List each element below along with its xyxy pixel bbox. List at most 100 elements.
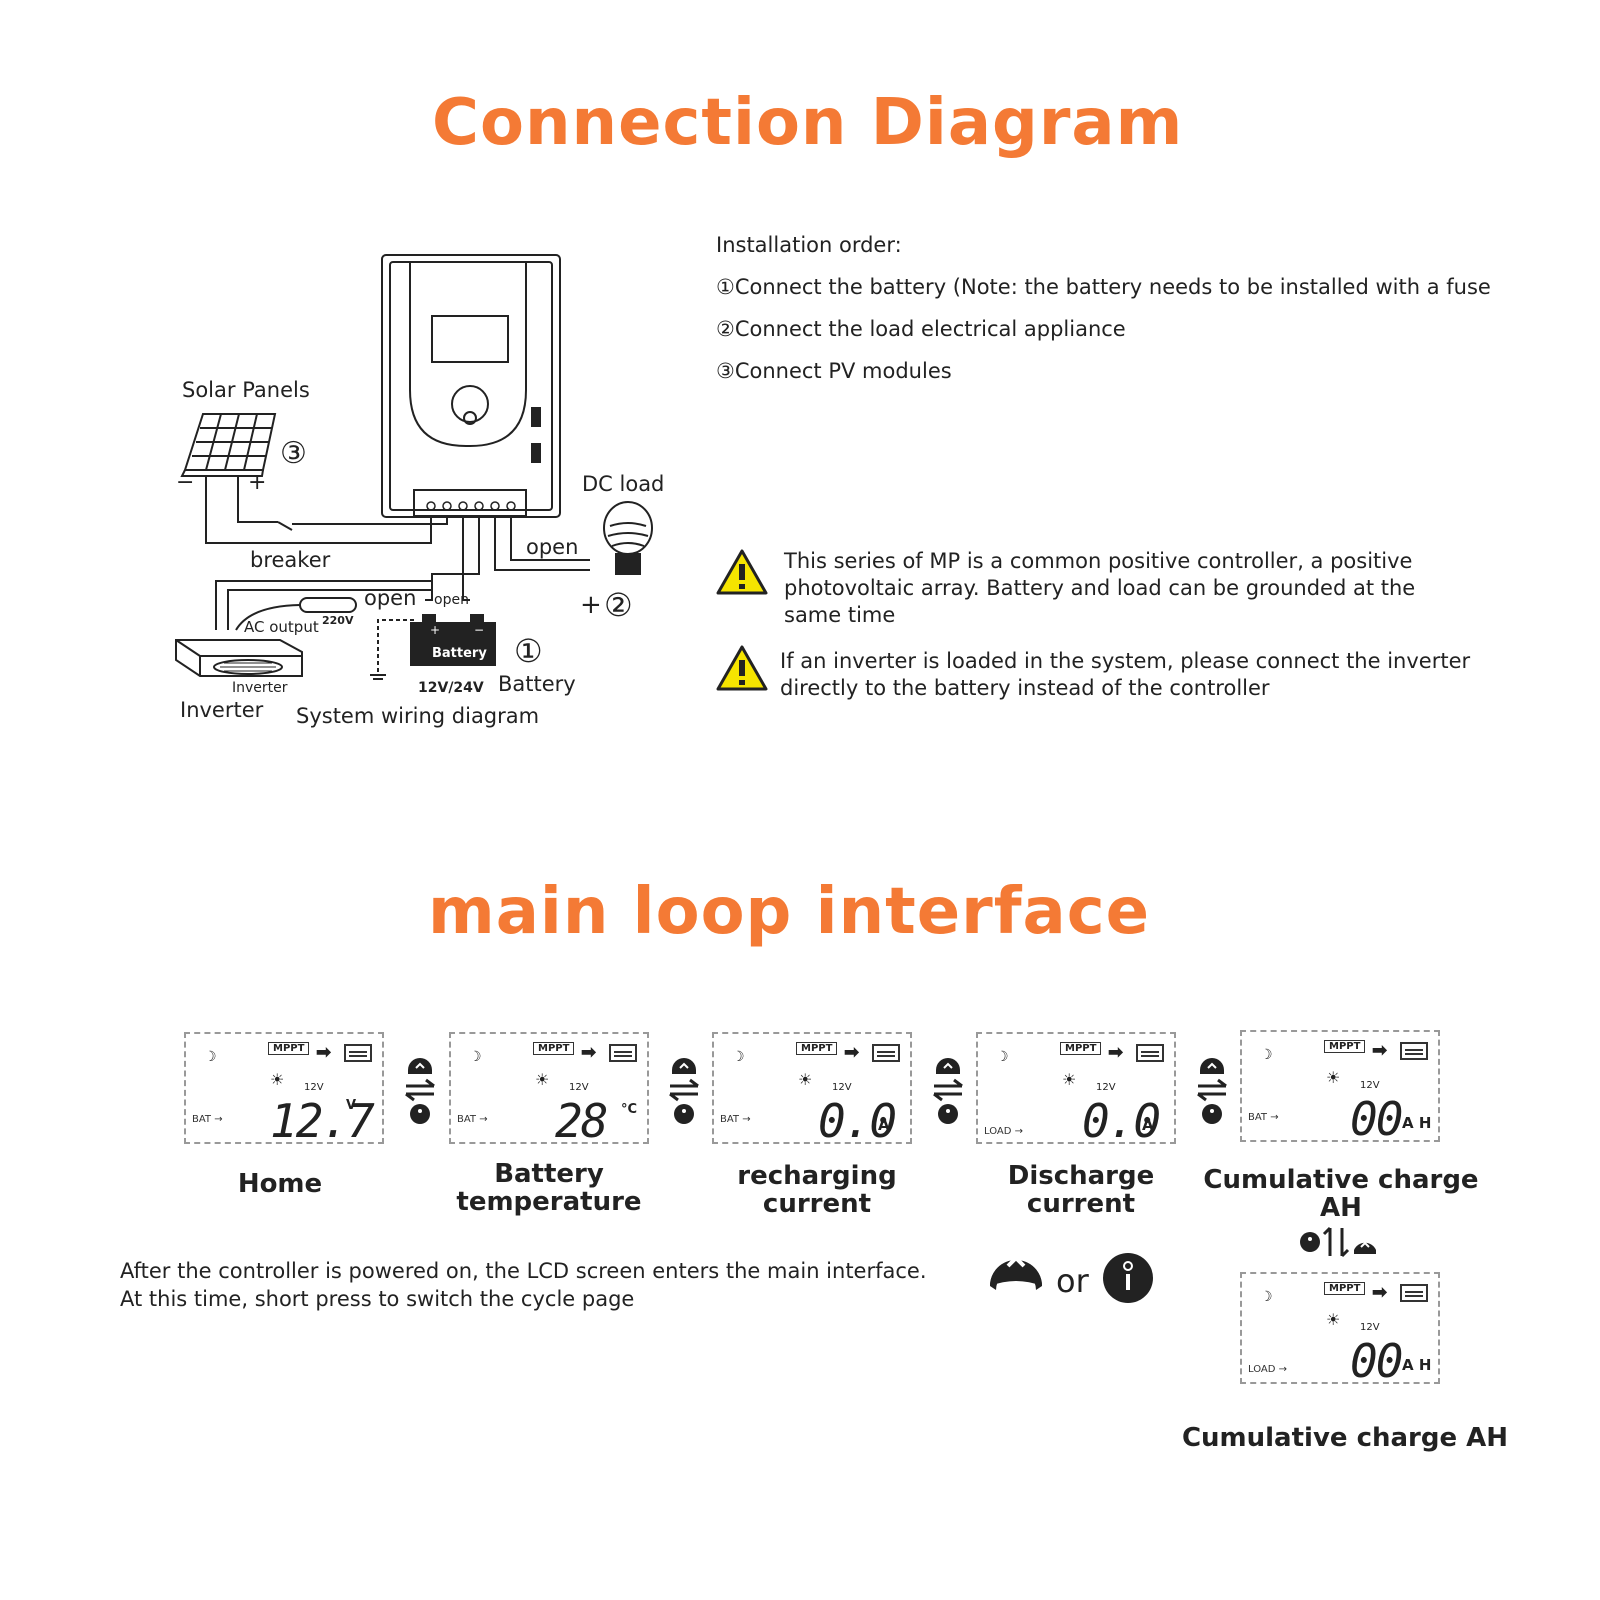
lcd-value: 0.0 <box>818 1094 897 1148</box>
source-label: BAT → <box>720 1114 751 1125</box>
installation-step-1: ①Connect the battery (Note: the battery … <box>716 275 1491 299</box>
terminal-block <box>413 489 527 517</box>
lcd-value: 12.7 <box>270 1094 375 1148</box>
caption-discharge-current: Discharge current <box>1007 1161 1155 1219</box>
warning-triangle-icon <box>716 645 768 691</box>
bulb-icon: ☀ <box>1062 1072 1077 1089</box>
moon-icon: ☽ <box>732 1048 745 1064</box>
lcd-unit: A H <box>1402 1356 1432 1374</box>
bulb-icon: ☀ <box>1326 1312 1341 1329</box>
battery-drawing <box>410 622 496 666</box>
inverter-drawing <box>175 639 303 677</box>
breaker-label: breaker <box>250 548 331 572</box>
swap-arrows-icon <box>1197 1058 1227 1124</box>
num1-label: ① <box>514 632 543 670</box>
lcd-screen-battery-temperature: ☽ MPPT ➡ ☀ 12V BAT → 28 °C <box>449 1032 649 1148</box>
system-voltage: 12V <box>1096 1082 1116 1093</box>
bulb-icon: ☀ <box>535 1072 550 1089</box>
installation-step-3: ③Connect PV modules <box>716 359 952 383</box>
moon-icon: ☽ <box>469 1048 482 1064</box>
system-voltage: 12V <box>1360 1322 1380 1333</box>
num3-label: ③ <box>280 436 307 471</box>
caption-cumulative-charge: Cumulative charge AH <box>1203 1165 1479 1223</box>
moon-icon: ☽ <box>996 1048 1009 1064</box>
source-label: BAT → <box>457 1114 488 1125</box>
lcd-unit: A <box>1142 1116 1154 1134</box>
battery-icon <box>1400 1284 1428 1302</box>
mppt-label: MPPT <box>1324 1282 1366 1295</box>
system-voltage: 12V <box>304 1082 324 1093</box>
svg-text:−: − <box>474 623 484 637</box>
or-label: or <box>1056 1262 1089 1300</box>
arrow-icon: ➡ <box>844 1042 860 1062</box>
pv-plus-label: + <box>248 470 267 495</box>
instruction-line-2: At this time, short press to switch the … <box>120 1287 635 1311</box>
mppt-label: MPPT <box>796 1042 838 1055</box>
swap-arrows-icon <box>669 1058 699 1124</box>
dc-load-label: DC load <box>582 472 665 496</box>
lcd-screen-home: ☽ MPPT ➡ ☀ 12V BAT → 12.7 V <box>184 1032 384 1148</box>
load-plus-label: + <box>580 590 602 620</box>
system-voltage: 12V <box>832 1082 852 1093</box>
system-voltage: 12V <box>569 1082 589 1093</box>
dc-load-bulb <box>603 501 653 575</box>
lcd-screen-cumulative-discharge: ☽ MPPT ➡ ☀ 12V LOAD → 00 A H <box>1240 1272 1440 1388</box>
diagram-caption: System wiring diagram <box>296 704 540 728</box>
moon-icon: ☽ <box>204 1048 217 1064</box>
num2-label: ② <box>604 586 633 624</box>
lcd-unit: A H <box>1402 1114 1432 1132</box>
battery-icon <box>1400 1042 1428 1060</box>
lcd-value: 00 <box>1350 1092 1403 1146</box>
instruction-line-1: After the controller is powered on, the … <box>120 1259 927 1283</box>
main-loop-title: main loop interface <box>428 875 1151 949</box>
solar-panel-drawing <box>180 413 277 477</box>
bulb-icon: ☀ <box>798 1072 813 1089</box>
lcd-value: 0.0 <box>1082 1094 1161 1148</box>
caption-recharging-current: recharging current <box>737 1161 897 1219</box>
lcd-screen-discharge-current: ☽ MPPT ➡ ☀ 12V LOAD → 0.0 A <box>976 1032 1176 1148</box>
battery-voltage-label: 12V/24V <box>418 680 484 696</box>
battery-icon <box>1136 1044 1164 1062</box>
open-load-label: open <box>526 535 579 559</box>
battery-box-label: Battery <box>432 646 487 661</box>
solar-panels-label: Solar Panels <box>182 378 310 402</box>
inverter-small-label: Inverter <box>232 680 288 696</box>
source-label: LOAD → <box>1248 1364 1288 1375</box>
arrow-icon: ➡ <box>1108 1042 1124 1062</box>
wiring-diagram: + − <box>175 254 653 680</box>
controller-lcd <box>431 315 509 363</box>
set-button-icon <box>1103 1253 1153 1303</box>
lcd-screen-recharging-current: ☽ MPPT ➡ ☀ 12V BAT → 0.0 A <box>712 1032 912 1148</box>
up-button-icon <box>990 1255 1042 1290</box>
bulb-icon: ☀ <box>1326 1070 1341 1087</box>
installation-heading: Installation order: <box>716 233 902 257</box>
warning-text-2: If an inverter is loaded in the system, … <box>780 649 1471 700</box>
arrow-icon: ➡ <box>316 1042 332 1062</box>
mppt-label: MPPT <box>533 1042 575 1055</box>
connection-diagram-title: Connection Diagram <box>432 86 1184 160</box>
battery-icon <box>609 1044 637 1062</box>
source-label: LOAD → <box>984 1126 1024 1137</box>
battery-icon <box>872 1044 900 1062</box>
warning-triangle-icon <box>716 549 768 595</box>
installation-step-2: ②Connect the load electrical appliance <box>716 317 1126 341</box>
arrow-icon: ➡ <box>581 1042 597 1062</box>
system-voltage: 12V <box>1360 1080 1380 1091</box>
lcd-unit: A <box>878 1116 890 1134</box>
moon-icon: ☽ <box>1260 1046 1273 1062</box>
vertical-swap-icon <box>1300 1226 1376 1258</box>
inverter-label: Inverter <box>180 698 264 722</box>
mppt-label: MPPT <box>268 1042 310 1055</box>
caption-cumulative-charge-2: Cumulative charge AH <box>1181 1423 1509 1453</box>
source-label: BAT → <box>1248 1112 1279 1123</box>
swap-arrows-icon <box>933 1058 963 1124</box>
ac-output-label: AC output <box>244 618 319 636</box>
lcd-unit: °C <box>621 1102 638 1117</box>
svg-text:+: + <box>430 623 440 637</box>
pv-minus-label: − <box>176 470 195 495</box>
lcd-screen-cumulative-charge: ☽ MPPT ➡ ☀ 12V BAT → 00 A H <box>1240 1030 1440 1146</box>
lcd-value: 00 <box>1350 1334 1403 1388</box>
swap-arrows-icon <box>405 1058 435 1124</box>
ac-voltage-label: 220V <box>322 614 354 627</box>
open-small-label: open <box>434 592 469 608</box>
